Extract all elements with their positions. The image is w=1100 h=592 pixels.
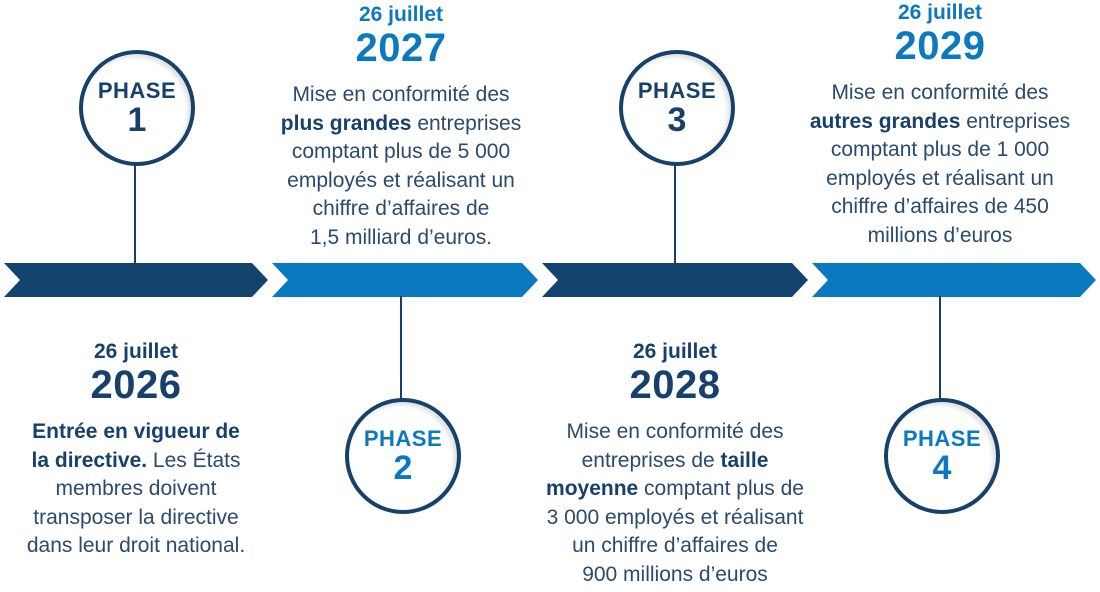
body-text: employés et réalisant un [287, 168, 515, 192]
timeline-segment-4 [812, 263, 1096, 297]
body-text: 1,5 milliard d’euros. [309, 225, 493, 249]
connector-phase-2 [400, 296, 402, 400]
emphasis-text: Entrée en vigueur de [32, 420, 240, 443]
milestone-year: 2026 [90, 363, 182, 407]
timeline-segment-2 [272, 263, 538, 297]
milestone-date: 26 juillet [93, 340, 179, 363]
body-text: un chiffre d’affaires de [572, 534, 778, 557]
emphasis-text: autres grandes [809, 109, 961, 133]
body-text: entreprises [960, 109, 1071, 133]
description-line: membres doivent [1, 475, 271, 504]
description-line: comptant plus de 5 000 [266, 138, 536, 167]
timeline-segment-3 [542, 263, 808, 297]
milestone-year: 2027 [355, 26, 447, 70]
description-line: employés et réalisant un [266, 167, 536, 196]
phase-1-badge: PHASE 1 [79, 50, 195, 166]
description-line: transposer la directive [1, 504, 271, 533]
phase-label: PHASE [363, 425, 443, 451]
body-text: comptant plus de [638, 477, 804, 500]
description-line: Mise en conformité des [540, 418, 810, 447]
milestone-year: 2029 [894, 24, 986, 68]
emphasis-text: plus grandes [280, 111, 412, 135]
description-line: 900 millions d’euros [540, 561, 810, 590]
connector-phase-1 [134, 164, 136, 264]
body-text: comptant plus de 5 000 [291, 140, 511, 163]
body-text: entreprises de [581, 448, 721, 472]
milestone-description: Mise en conformité des autres grandes ent… [805, 79, 1075, 250]
body-text: employés et réalisant un [826, 166, 1054, 190]
phase-number: 1 [127, 100, 147, 139]
body-text: transposer la directive [33, 505, 239, 529]
description-line: Entrée en vigueur de [1, 418, 271, 447]
milestone-year: 2028 [629, 363, 721, 407]
phase-label: PHASE [637, 77, 717, 103]
description-line: chiffre d’affaires de 450 [805, 193, 1075, 222]
connector-phase-3 [674, 164, 676, 264]
phase-label: PHASE [902, 425, 982, 451]
description-line: Mise en conformité des [266, 81, 536, 110]
phase-number: 2 [393, 448, 413, 487]
description-line: un chiffre d’affaires de [540, 532, 810, 561]
milestone-2028: 26 juillet 2028 Mise en conformité des en… [540, 340, 810, 589]
description-line: 3 000 employés et réalisant [540, 504, 810, 533]
description-line: millions d’euros [805, 222, 1075, 251]
phase-number: 4 [932, 448, 952, 487]
description-line: entreprises de taille [540, 447, 810, 476]
milestone-description: Mise en conformité des entreprises de tai… [540, 418, 810, 589]
body-text: millions d’euros [867, 223, 1013, 247]
body-text: entreprises [411, 111, 522, 135]
milestone-date: 26 juillet [358, 3, 444, 26]
milestone-2026: 26 juillet 2026 Entrée en vigueur de la d… [1, 340, 271, 561]
description-line: chiffre d’affaires de [266, 195, 536, 224]
phase-label: PHASE [97, 77, 177, 103]
description-line: moyenne comptant plus de [540, 475, 810, 504]
body-text: Mise en conformité des [566, 420, 784, 443]
body-text: Mise en conformité des [831, 81, 1049, 104]
emphasis-text: la directive. [31, 448, 148, 472]
milestone-description: Mise en conformité des plus grandes entre… [266, 81, 536, 252]
phase-number: 3 [667, 100, 687, 139]
body-text: Mise en conformité des [292, 83, 510, 106]
milestone-2029: 26 juillet 2029 Mise en conformité des au… [805, 1, 1075, 250]
phase-4-badge: PHASE 4 [884, 398, 1000, 514]
description-line: plus grandes entreprises [266, 110, 536, 139]
description-line: dans leur droit national. [1, 532, 271, 561]
description-line: la directive. Les États [1, 447, 271, 476]
phase-3-badge: PHASE 3 [619, 50, 735, 166]
milestone-description: Entrée en vigueur de la directive. Les Ét… [1, 418, 271, 561]
milestone-date: 26 juillet [632, 340, 718, 363]
description-line: comptant plus de 1 000 [805, 136, 1075, 165]
emphasis-text: taille [720, 448, 769, 472]
body-text: Les États [147, 448, 241, 472]
description-line: 1,5 milliard d’euros. [266, 224, 536, 253]
phase-2-badge: PHASE 2 [345, 398, 461, 514]
body-text: comptant plus de 1 000 [830, 138, 1050, 161]
body-text: 3 000 employés et réalisant [546, 505, 804, 529]
body-text: chiffre d’affaires de [312, 197, 490, 220]
connector-phase-4 [939, 296, 941, 400]
milestone-2027: 26 juillet 2027 Mise en conformité des pl… [266, 3, 536, 252]
description-line: employés et réalisant un [805, 165, 1075, 194]
description-line: autres grandes entreprises [805, 108, 1075, 137]
timeline-segment-1 [4, 263, 268, 297]
body-text: membres doivent [55, 477, 217, 500]
emphasis-text: moyenne [546, 477, 639, 500]
body-text: dans leur droit national. [26, 534, 246, 557]
body-text: 900 millions d’euros [582, 562, 768, 586]
description-line: Mise en conformité des [805, 79, 1075, 108]
milestone-date: 26 juillet [897, 1, 983, 24]
body-text: chiffre d’affaires de 450 [831, 195, 1049, 218]
